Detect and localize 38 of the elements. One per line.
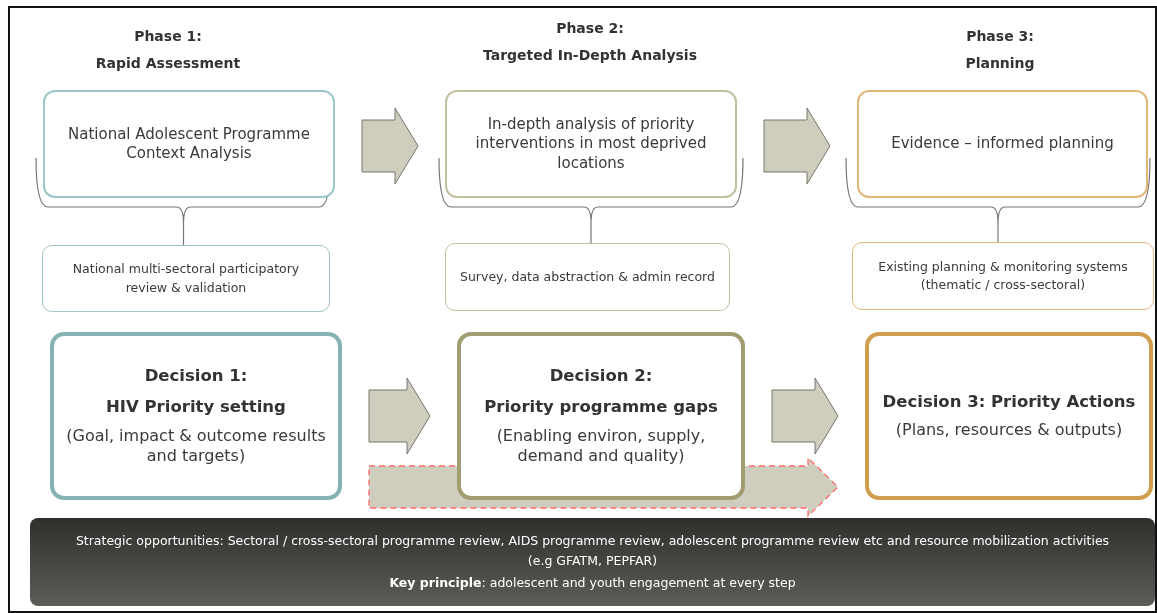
principle-banner (30, 518, 1155, 606)
block-arrow (763, 107, 831, 185)
block-arrow (771, 377, 839, 455)
decision-heading: Decision 1: (144, 364, 248, 387)
box-text: Evidence – informed planning (891, 134, 1114, 154)
phase-heading: Targeted In-Depth Analysis (483, 47, 697, 63)
decision-box (50, 332, 342, 500)
principle-note: Key principle: adolescent and youth engagement at every step (389, 574, 796, 592)
decision-heading: Decision 2: (549, 364, 653, 387)
decision-box (865, 332, 1153, 500)
box-text: National Adolescent Programme Context Analysis (67, 124, 311, 164)
process-box (857, 90, 1148, 198)
box-text: Survey, data abstraction & admin record (460, 267, 715, 286)
input-box (852, 242, 1154, 310)
phase-heading: Planning (965, 55, 1035, 71)
decision-heading: HIV Priority setting (106, 396, 286, 418)
input-box (445, 243, 730, 311)
decision-description: (Goal, impact & outcome results and targets) (65, 425, 327, 468)
strategy-note: Strategic opportunities: Sectoral / cross-sectoral programme review, AIDS programme review, adolescent programme review etc and resource mobilization activities (e.g GFATM, PEPFAR) (74, 532, 1111, 570)
block-arrow (361, 107, 419, 185)
decision-heading: Priority programme gaps (484, 396, 718, 418)
brace-connector (845, 157, 1151, 243)
decision-heading: Decision 3: Priority Actions (882, 390, 1136, 413)
phase-heading: Phase 2: (556, 20, 624, 36)
box-text: In-depth analysis of priority interventions in most deprived locations (474, 114, 708, 174)
phase-heading: Rapid Assessment (95, 55, 241, 71)
phase-heading: Phase 1: (134, 28, 202, 44)
block-arrow (368, 377, 431, 455)
box-text: Existing planning & monitoring systems (thematic / cross-sectoral) (877, 257, 1129, 294)
box-text: National multi-sectoral participatory review & validation (71, 260, 301, 297)
process-box (445, 90, 737, 198)
input-box (42, 245, 330, 312)
decision-box (457, 332, 745, 500)
phase-heading: Phase 3: (966, 28, 1034, 44)
decision-description: (Plans, resources & outputs) (895, 420, 1123, 442)
process-box (43, 90, 335, 198)
brace-connector (438, 157, 744, 244)
decision-description: (Enabling environ, supply, demand and quality) (495, 425, 707, 468)
